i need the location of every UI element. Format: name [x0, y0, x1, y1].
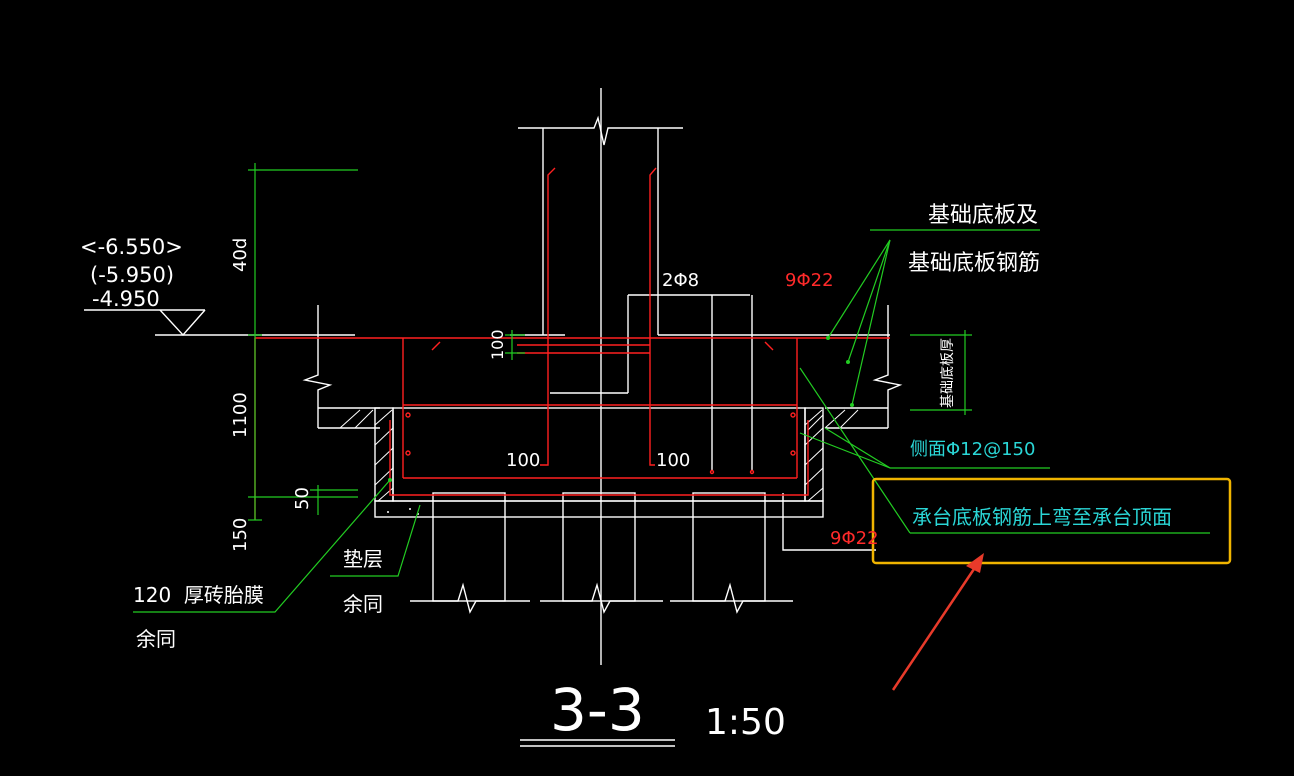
triangle-elevation-icon	[159, 309, 206, 337]
note-thickness: 基础底板厚	[939, 338, 956, 408]
note-cushion-2: 余同	[343, 592, 383, 616]
hook-100-right: 100	[656, 450, 690, 471]
note-cap-rebar: 承台底板钢筋上弯至承台顶面	[912, 505, 1172, 529]
dimension-lines	[133, 163, 1210, 613]
brick-membrane-hatch	[339, 409, 859, 515]
note-brick-2: 余同	[136, 627, 176, 651]
dim-40d: 40d	[230, 238, 251, 272]
highlight-box	[871, 477, 1232, 565]
note-base-slab-1: 基础底板及	[928, 203, 1038, 228]
rebar-9phi22-top: 9Φ22	[785, 270, 834, 291]
section-title-underline	[520, 739, 675, 747]
note-base-slab-2: 基础底板钢筋	[908, 251, 1040, 276]
rebar-lines	[254, 167, 890, 520]
note-cushion-1: 垫层	[343, 547, 383, 571]
elevation-c: -4.950	[92, 287, 160, 311]
section-title: 3-3	[550, 676, 645, 744]
section-scale: 1:50	[705, 702, 786, 743]
dim-100-top: 100	[488, 329, 507, 360]
note-brick-1: 120 厚砖胎膜	[133, 583, 264, 607]
structure-lines	[84, 88, 903, 665]
hook-100-left: 100	[506, 450, 540, 471]
elevation-b: (-5.950)	[90, 263, 174, 287]
text-labels: <-6.550> (-5.950) -4.950 40d 1100 150 50…	[80, 203, 1172, 744]
dim-150: 150	[230, 518, 251, 552]
note-side-rebar: 侧面Φ12@150	[910, 439, 1035, 460]
arrow-icon	[891, 553, 984, 691]
elevation-a: <-6.550>	[80, 235, 183, 259]
rebar-2phi8: 2Φ8	[662, 270, 699, 291]
rebar-9phi22-bottom: 9Φ22	[830, 528, 879, 549]
dim-50: 50	[292, 487, 313, 510]
dim-1100: 1100	[230, 392, 251, 438]
